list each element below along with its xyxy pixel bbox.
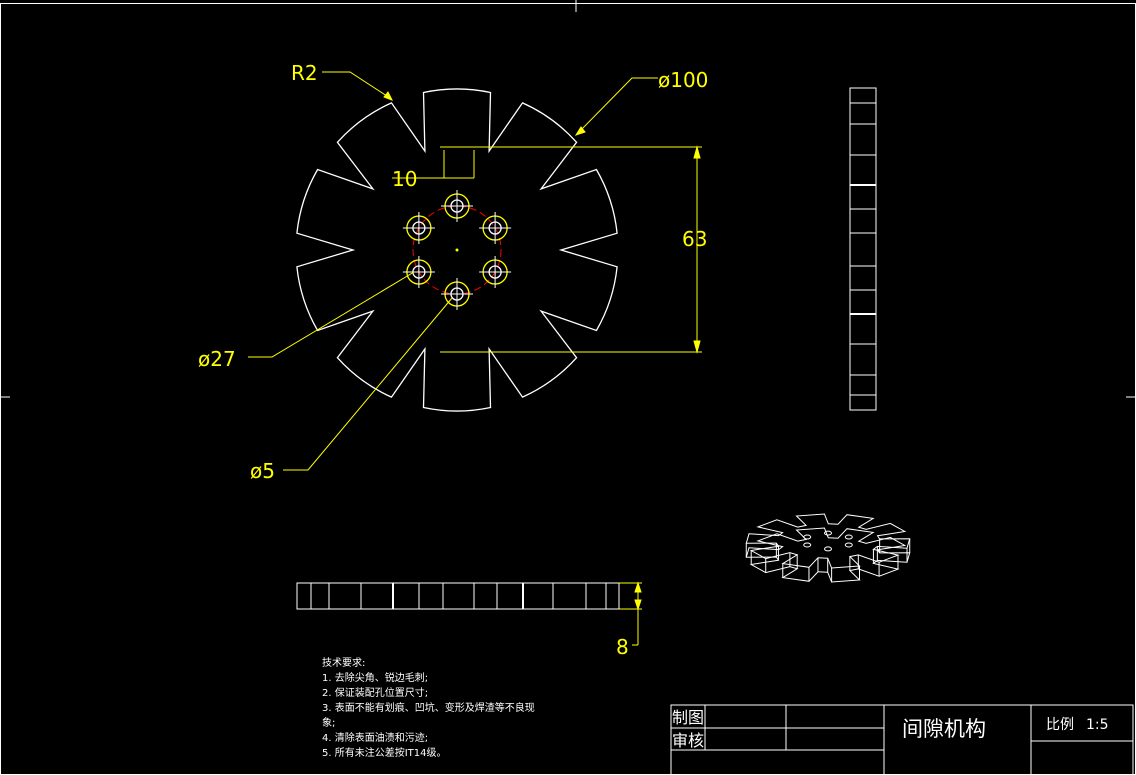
- isometric-hole: [803, 534, 812, 540]
- overall-height-label: 63: [682, 227, 707, 251]
- dimension-lines: [248, 71, 702, 646]
- technical-requirements: 技术要求: 1. 去除尖角、锐边毛刺; 2. 保证装配孔位置尺寸; 3. 表面不…: [322, 656, 535, 761]
- mounting-holes: [402, 190, 512, 310]
- hole-crosshair: [402, 256, 435, 288]
- isometric-hole: [844, 534, 853, 540]
- scale-label: 比例: [1046, 717, 1074, 733]
- slotted-disc-outline: [296, 88, 618, 412]
- note-item: 1. 去除尖角、锐边毛刺;: [322, 673, 429, 684]
- slot-width-label: 10: [392, 167, 417, 191]
- note-item: 3. 表面不能有划痕、凹坑、变形及焊渣等不良现: [322, 703, 535, 714]
- note-item: 2. 保证装配孔位置尺寸;: [322, 688, 429, 699]
- drawn-by-label: 制图: [672, 708, 704, 727]
- isometric-view: [745, 513, 911, 583]
- isometric-edges: [745, 538, 911, 583]
- bolt-circle-label: ø27: [198, 347, 236, 371]
- front-view: [296, 88, 618, 412]
- hole-crosshair: [402, 212, 435, 244]
- title-block: [670, 704, 1134, 775]
- hole-crosshair: [441, 190, 473, 222]
- isometric-hole: [844, 542, 853, 548]
- isometric-hole: [824, 530, 832, 536]
- notes-heading: 技术要求:: [322, 658, 366, 669]
- note-item: 5. 所有未注公差按IT14级。: [322, 748, 447, 759]
- hole-crosshair: [479, 256, 512, 288]
- scale-value: 1:5: [1086, 717, 1109, 733]
- hole-crosshair: [479, 212, 512, 244]
- fillet-radius-label: R2: [291, 61, 318, 85]
- hole-crosshair: [441, 278, 473, 310]
- part-name: 间隙机构: [902, 717, 986, 741]
- thickness-label: 8: [616, 635, 629, 659]
- top-view-bottom: [296, 582, 620, 610]
- side-view-right: [849, 87, 877, 411]
- isometric-hole: [803, 542, 812, 548]
- isometric-bottom-outline: [745, 527, 911, 583]
- checked-by-label: 审核: [672, 731, 704, 750]
- note-item: 象;: [322, 718, 336, 729]
- note-item: 4. 清除表面油渍和污迹;: [322, 733, 429, 744]
- center-point: [455, 248, 459, 252]
- isometric-hole: [824, 546, 832, 552]
- isometric-holes: [803, 530, 853, 552]
- outer-diameter-label: ø100: [658, 68, 708, 92]
- hole-diameter-label: ø5: [250, 459, 275, 483]
